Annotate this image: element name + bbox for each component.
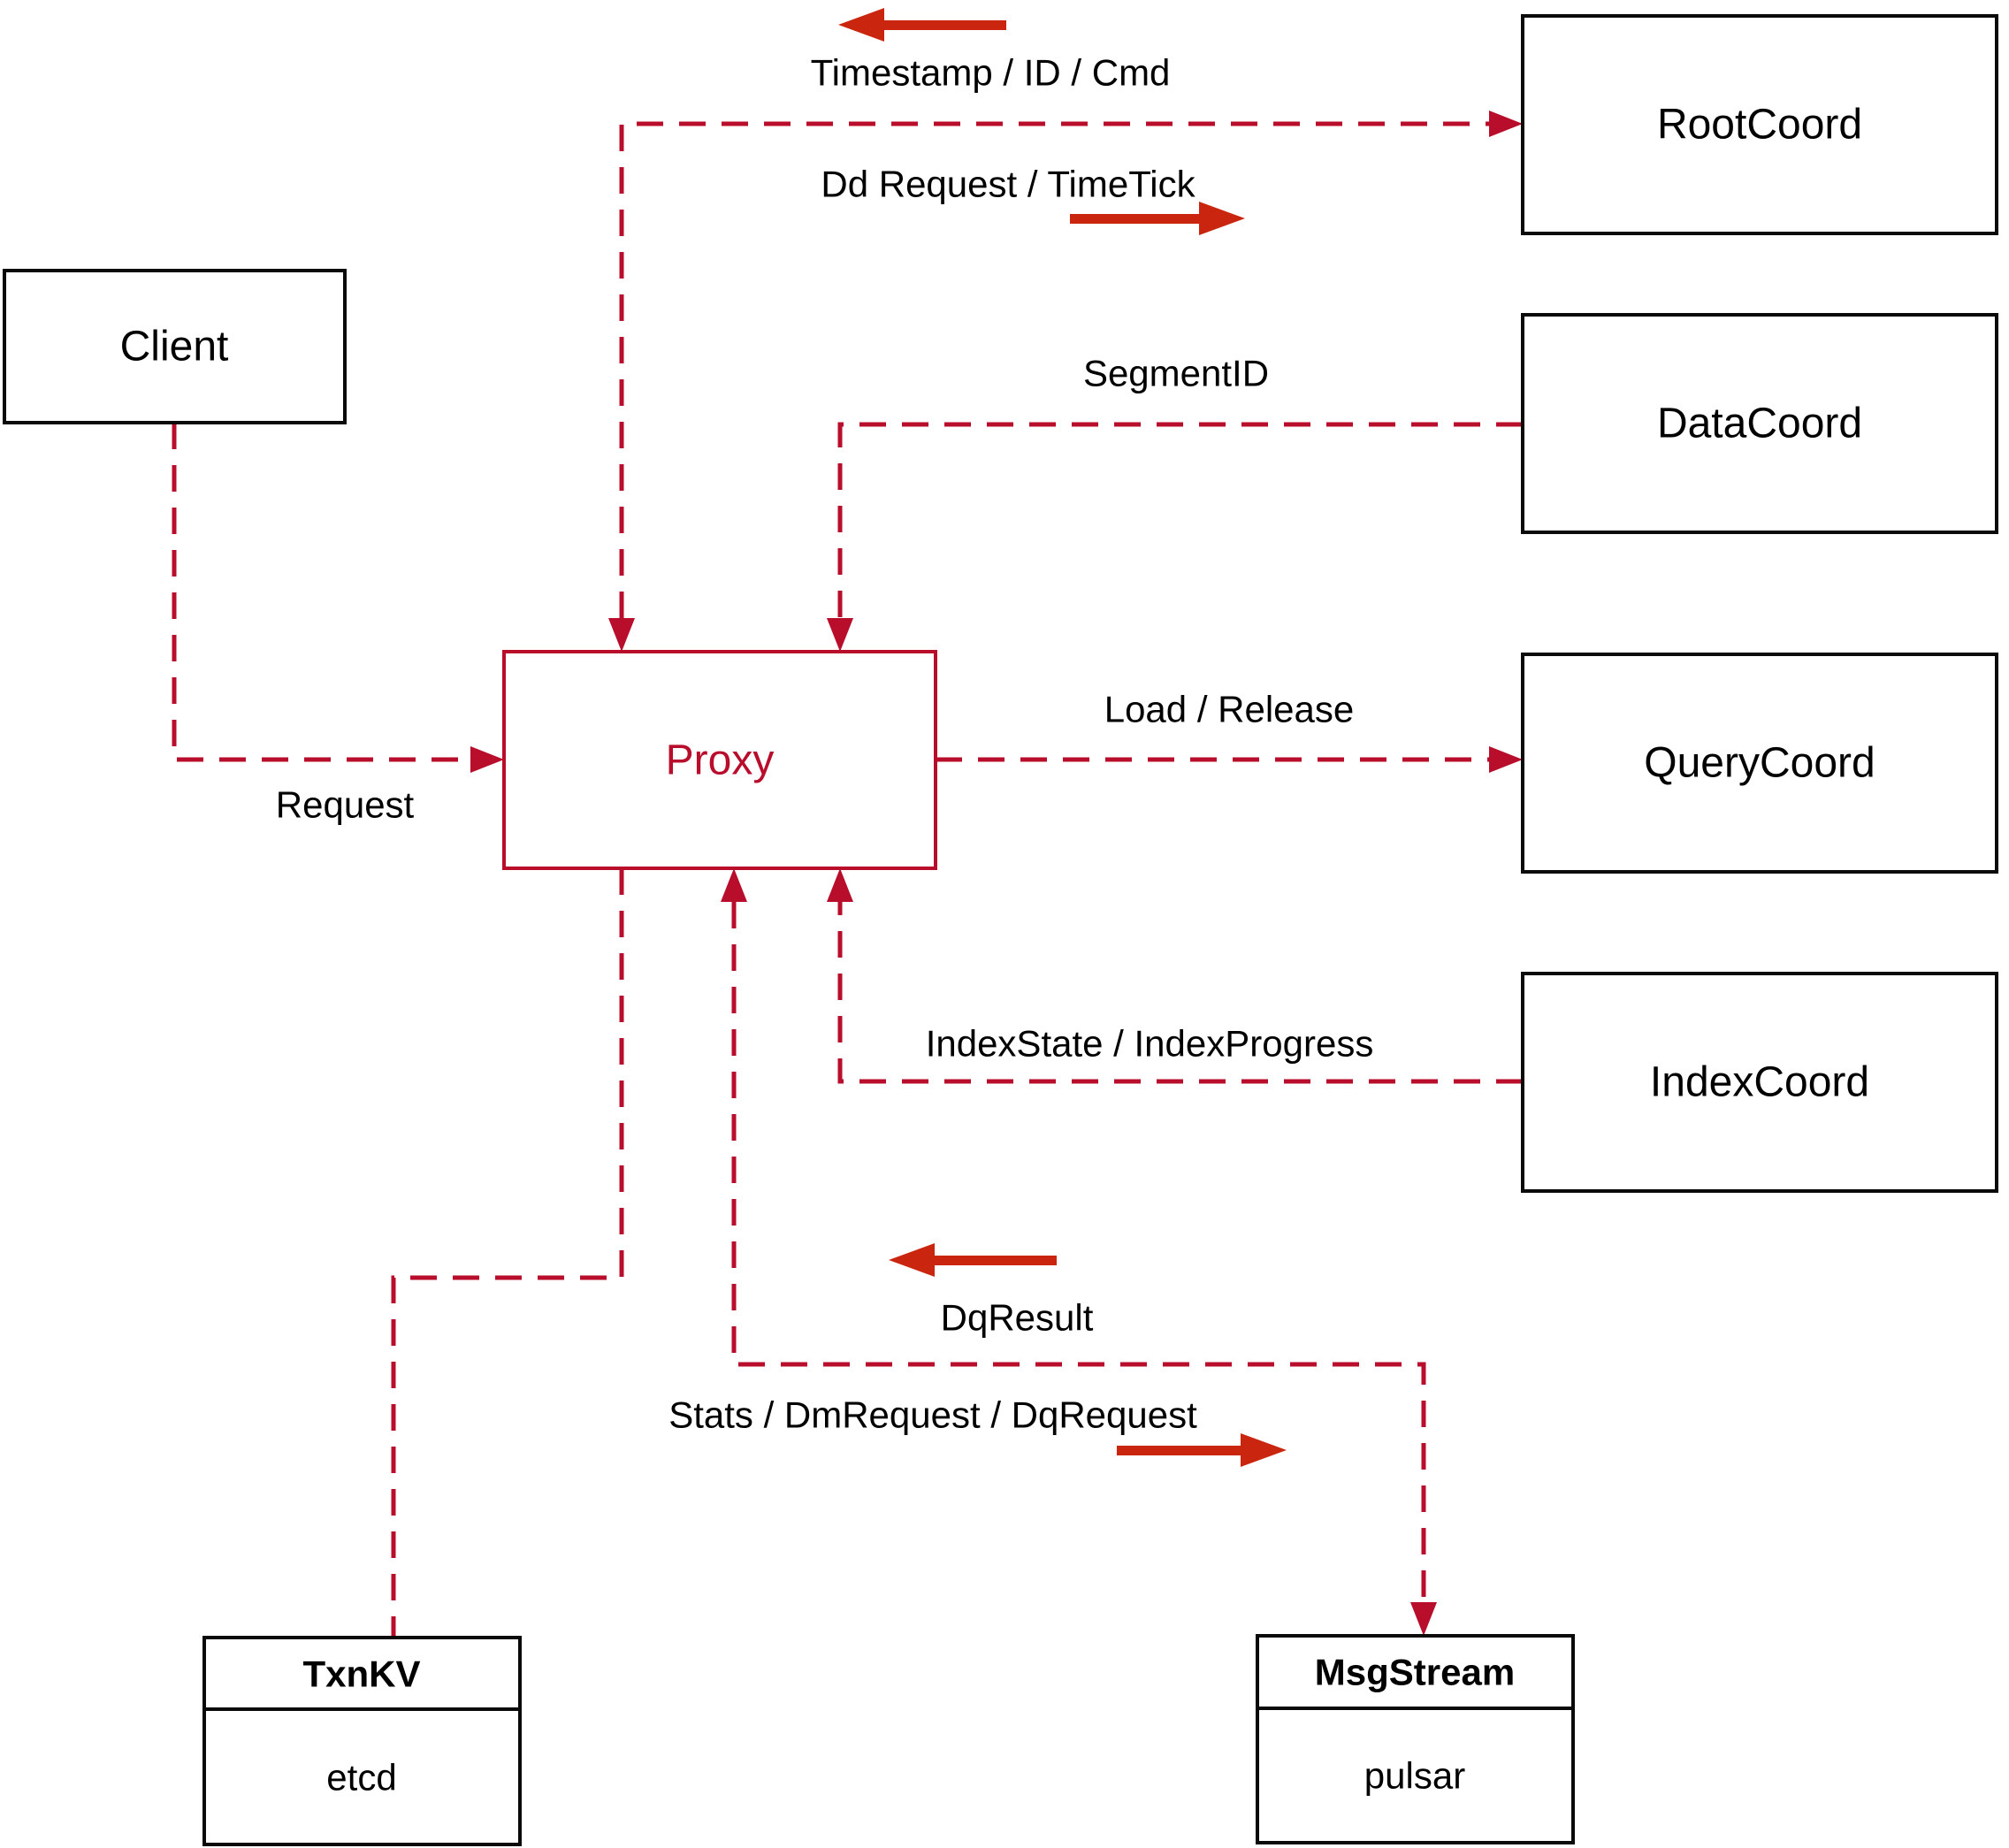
arrowhead-into-msgstream-icon: [1410, 1602, 1437, 1636]
edge-label-timestamp-id-cmd: Timestamp / ID / Cmd: [811, 52, 1171, 94]
txnkv-impl: etcd: [326, 1757, 396, 1798]
querycoord-box: [1521, 653, 1998, 874]
arrow-right-stats-icon: [1117, 1433, 1287, 1467]
rootcoord-label: RootCoord: [1657, 102, 1862, 149]
edge-label-dq-result: DqResult: [941, 1297, 1094, 1339]
client-box: [3, 269, 347, 424]
msgstream-impl: pulsar: [1364, 1755, 1465, 1797]
arrowhead-into-querycoord-icon: [1489, 746, 1523, 773]
msgstream-box: [1256, 1634, 1575, 1844]
edge-proxy-msgstream: [731, 902, 1426, 1602]
edge-indexcoord-to-proxy: [837, 902, 1523, 1084]
proxy-box: [502, 650, 937, 870]
client-label: Client: [120, 324, 229, 370]
edge-label-stats-dm-dq: Stats / DmRequest / DqRequest: [668, 1394, 1197, 1436]
edge-labels: Request Timestamp / ID / Cmd Dd Request …: [276, 52, 1374, 1436]
edge-proxy-to-txnkv: [391, 868, 624, 1636]
arrow-right-ddrequest-icon: [1070, 202, 1245, 235]
rootcoord-box: [1521, 14, 1998, 235]
edge-client-to-proxy: [172, 423, 470, 762]
querycoord-label: QueryCoord: [1644, 740, 1875, 787]
edge-label-load-release: Load / Release: [1104, 689, 1355, 730]
txnkv-title: TxnKV: [302, 1653, 420, 1695]
indexcoord-box: [1521, 972, 1998, 1193]
edge-label-indexstate-progress: IndexState / IndexProgress: [926, 1023, 1374, 1065]
edge-label-dd-request-timetick: Dd Request / TimeTick: [821, 164, 1195, 205]
arrowhead-into-proxy-left-icon: [470, 746, 504, 773]
edge-label-request: Request: [276, 784, 415, 826]
arrowhead-into-proxy-top-1-icon: [608, 618, 635, 652]
direction-arrows: [838, 8, 1287, 1467]
arrowhead-into-proxy-bottom-1-icon: [721, 868, 747, 902]
arrowhead-into-proxy-top-2-icon: [827, 618, 853, 652]
txnkv-box: [202, 1636, 522, 1846]
msgstream-title: MsgStream: [1315, 1652, 1515, 1693]
edge-label-segment-id: SegmentID: [1083, 353, 1269, 394]
connector-arrowheads: [470, 111, 1523, 1636]
arrowhead-into-rootcoord-icon: [1489, 111, 1523, 137]
proxy-label: Proxy: [666, 737, 775, 784]
node-labels: Client RootCoord DataCoord QueryCoord In…: [120, 102, 1875, 1798]
edge-proxy-rootcoord: [619, 121, 1489, 618]
arrow-left-dqresult-icon: [889, 1243, 1057, 1277]
arrow-left-timestamp-icon: [838, 8, 1006, 42]
edge-datacoord-to-proxy: [837, 422, 1523, 618]
dashed-connectors: [172, 121, 1523, 1636]
datacoord-box: [1521, 313, 1998, 534]
indexcoord-label: IndexCoord: [1650, 1059, 1869, 1106]
nodes: [3, 14, 1998, 1846]
datacoord-label: DataCoord: [1657, 401, 1862, 447]
arrowhead-into-proxy-bottom-2-icon: [827, 868, 853, 902]
